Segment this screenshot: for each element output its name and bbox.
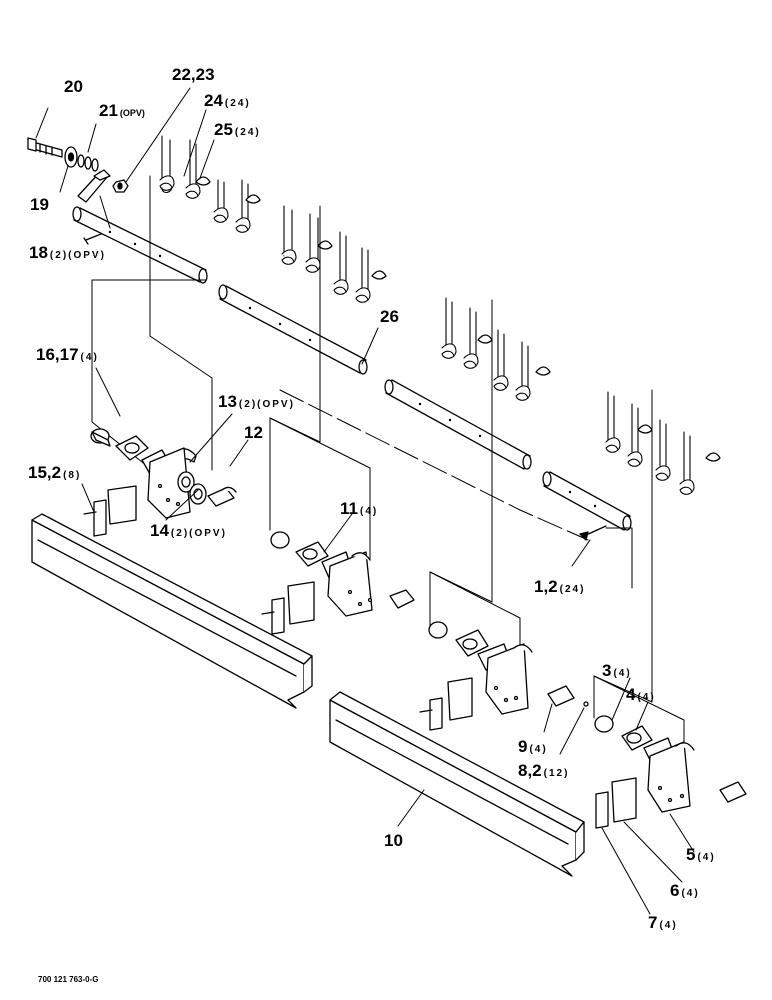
washers-21: [77, 154, 99, 172]
leader-lines: [35, 87, 695, 915]
bearing-assembly-3: [419, 621, 589, 731]
callout-19: 19: [30, 195, 49, 214]
tine-clamps-25: [195, 176, 721, 462]
callout-21: 21(OPV): [99, 101, 145, 120]
callout-1-2: 1,2(24): [534, 577, 586, 596]
bearing-assembly-4: [594, 715, 747, 829]
tine-shaft-26: [72, 206, 632, 531]
drawing-code: 700 121 763-0-G: [38, 975, 99, 984]
callout-8-2: 8,2(12): [518, 761, 570, 780]
callout-3: 3(4): [602, 661, 632, 680]
callout-18: 18(2)(OPV): [29, 243, 106, 262]
callout-13: 13(2)(OPV): [218, 392, 295, 411]
callout-4: 4(4): [626, 685, 656, 704]
callout-22-23: 22,23: [172, 65, 215, 84]
callout-24: 24(24): [204, 91, 251, 110]
callout-14: 14(2)(OPV): [150, 521, 227, 540]
callout-7: 7(4): [648, 913, 678, 932]
callout-15-2: 15,2(8): [28, 463, 82, 482]
bearing-assembly-2: [261, 531, 415, 635]
callout-20: 20: [64, 77, 83, 96]
callout-16-17: 16,17(4): [36, 345, 99, 364]
washer-19: [64, 146, 78, 168]
callout-26: 26: [380, 307, 399, 326]
callout-5: 5(4): [686, 845, 716, 864]
callout-25: 25(24): [214, 120, 261, 139]
channel-frame-right: [329, 691, 585, 877]
bearing-assembly-1: [83, 428, 237, 537]
callout-6: 6(4): [670, 881, 700, 900]
shaft-holes: [108, 230, 597, 508]
callout-10: 10: [384, 831, 403, 850]
end-bolt-20: [27, 137, 63, 158]
channel-frame-left: [31, 513, 313, 709]
callout-12: 12: [244, 423, 263, 442]
tine-bolt-1: [579, 525, 607, 541]
callout-11: 11(4): [340, 499, 379, 518]
spring-tines-24: [159, 135, 695, 495]
callout-9: 9(4): [518, 737, 548, 756]
nut-22-23: [112, 179, 129, 193]
